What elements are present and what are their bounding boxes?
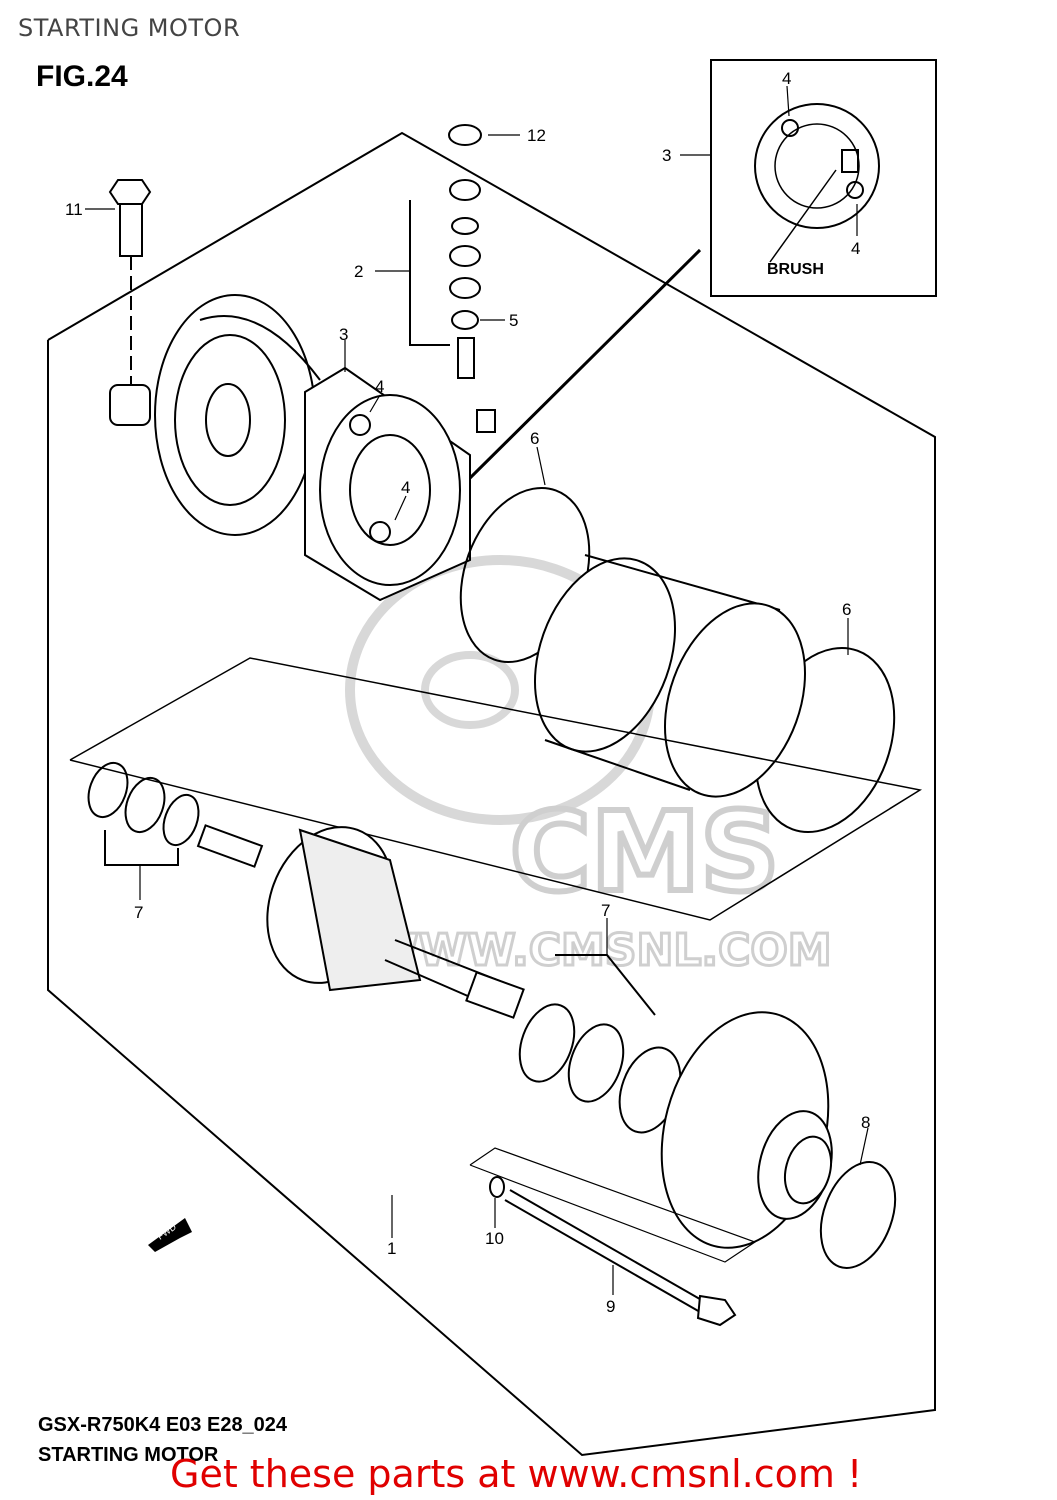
page-title: STARTING MOTOR (18, 14, 241, 42)
model-code: GSX-R750K4 E03 E28_024 (38, 1414, 288, 1436)
brush-label: BRUSH (767, 261, 824, 278)
armature-box (69, 657, 923, 921)
brush-plate (304, 366, 471, 602)
inset-callout-3: 3 (662, 146, 671, 165)
cms-watermark: CMS WWW.CMSNL.COM (345, 555, 833, 978)
callout-10: 10 (485, 1229, 504, 1248)
promo-link[interactable]: Get these parts at www.cmsnl.com ! (170, 1452, 863, 1496)
brush-inset: 3 4 4 BRUSH (662, 59, 937, 297)
washers-7-left (87, 761, 200, 866)
callout-9: 9 (606, 1297, 615, 1316)
o-ring-8 (819, 1161, 897, 1269)
callout-6a: 6 (530, 429, 539, 448)
front-cover (660, 1011, 833, 1249)
callout-4b: 4 (401, 478, 410, 497)
callout-3: 3 (339, 325, 348, 344)
inset-connector (468, 248, 702, 480)
bolt-box (469, 1147, 757, 1263)
callout-2: 2 (354, 262, 363, 281)
terminal-stack (409, 124, 496, 433)
assembly-outline (47, 131, 936, 1457)
yoke-housing (533, 554, 807, 798)
inset-callout-4b: 4 (851, 239, 860, 258)
rear-cover (109, 294, 321, 536)
washers-7-right (518, 954, 682, 1134)
callout-5: 5 (509, 311, 518, 330)
armature (196, 824, 525, 1019)
callout-1: 1 (387, 1239, 396, 1258)
inset-callout-4a: 4 (782, 69, 791, 88)
leader-lines (85, 134, 869, 1295)
callout-7a: 7 (134, 903, 143, 922)
through-bolt-9 (504, 1189, 737, 1327)
o-ring-10 (489, 1176, 505, 1198)
watermark-url: WWW.CMSNL.COM (370, 925, 832, 976)
footer-title: STARTING MOTOR (38, 1444, 219, 1466)
figure-label: FIG.24 (36, 60, 128, 93)
callout-11: 11 (65, 200, 83, 219)
callout-8: 8 (861, 1113, 870, 1132)
watermark-logo: CMS (510, 788, 779, 916)
callout-7b: 7 (601, 901, 610, 920)
bolt-11 (108, 179, 152, 390)
callout-4a: 4 (375, 377, 384, 396)
callout-6b: 6 (842, 600, 851, 619)
callout-12: 12 (527, 126, 546, 145)
fwd-arrow-icon: FWD (148, 1218, 192, 1252)
